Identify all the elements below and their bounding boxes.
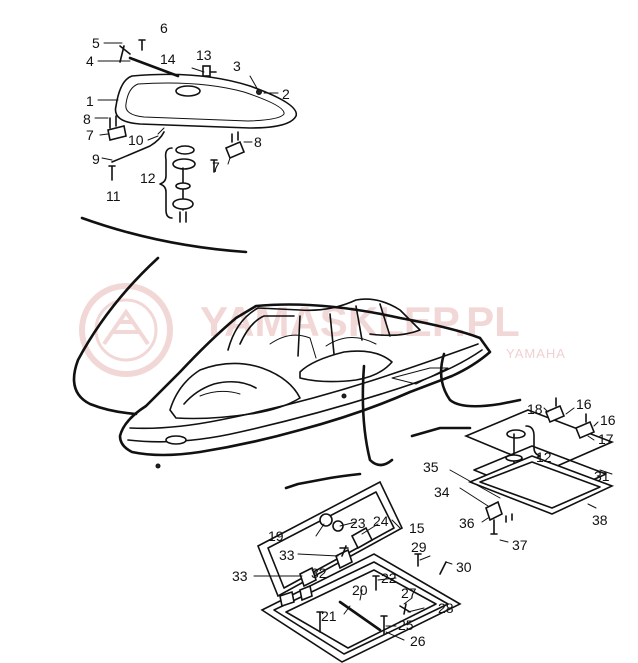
callout-21: 21	[321, 608, 337, 624]
right-hatch-assembly	[449, 397, 615, 535]
callout-16b: 16	[600, 412, 616, 428]
gas-strut	[128, 56, 180, 78]
callout-23: 23	[350, 515, 366, 531]
leader-lines-right	[481, 407, 613, 543]
callout-33b: 33	[232, 568, 248, 584]
storage-hatch-assembly	[256, 480, 462, 663]
storage-hatch-lid	[256, 480, 404, 598]
callout-7a: 7	[86, 127, 94, 143]
hinge-right	[224, 140, 246, 160]
callout-26: 26	[410, 633, 426, 649]
callout-6: 6	[160, 20, 168, 36]
callout-18: 18	[527, 401, 543, 417]
callout-38: 38	[592, 512, 608, 528]
callout-4: 4	[86, 53, 94, 69]
callout-12a: 12	[140, 170, 156, 186]
hinge-left	[107, 125, 127, 141]
callout-2: 2	[282, 86, 290, 102]
watermark-subtext: YAMAHA	[506, 346, 566, 361]
callout-7b: 7	[212, 159, 220, 175]
callout-labels: 5 6 4 14 13 3 2 1 8 7 10 8 9 7 12 11 18 …	[83, 20, 616, 649]
leader-lines-bottom	[253, 519, 453, 641]
callout-1: 1	[86, 93, 94, 109]
callout-20: 20	[352, 582, 368, 598]
tuning-fork-logo	[79, 283, 173, 377]
hatch-lid-hole	[175, 85, 201, 97]
callout-19: 19	[268, 528, 284, 544]
watermark: YAMASKLEP.PL YAMAHA	[79, 283, 566, 377]
callout-32: 32	[311, 565, 327, 581]
callout-24: 24	[373, 513, 389, 529]
storage-tub	[260, 553, 462, 663]
callout-31: 31	[594, 468, 610, 484]
callout-14: 14	[160, 51, 176, 67]
callout-37: 37	[512, 537, 528, 553]
callout-13: 13	[196, 47, 212, 63]
callout-33a: 33	[279, 547, 295, 563]
bracket-13	[202, 65, 211, 77]
callout-12b: 12	[536, 449, 552, 465]
boat-body	[118, 298, 492, 469]
callout-8a: 8	[83, 111, 91, 127]
callout-34: 34	[434, 484, 450, 500]
callout-25: 25	[398, 617, 414, 633]
leader-lines-top	[94, 42, 279, 165]
callout-15: 15	[409, 520, 425, 536]
callout-16a: 16	[576, 396, 592, 412]
callout-11: 11	[106, 188, 121, 204]
callout-17: 17	[598, 431, 614, 447]
callout-8b: 8	[254, 134, 262, 150]
hatch-lid	[114, 73, 297, 129]
callout-28: 28	[438, 600, 454, 616]
callout-3: 3	[233, 58, 241, 74]
callout-22: 22	[381, 570, 397, 586]
callout-29: 29	[411, 539, 427, 555]
callout-9: 9	[92, 151, 100, 167]
callout-36: 36	[459, 515, 475, 531]
watermark-text: YAMASKLEP.PL	[200, 298, 520, 345]
callout-35: 35	[423, 459, 439, 475]
right-hatch-frame	[467, 455, 615, 515]
callout-27: 27	[401, 585, 417, 601]
callout-30: 30	[456, 559, 472, 575]
latch-stack	[172, 145, 196, 223]
assembly-leader-curves	[72, 216, 522, 490]
callout-5: 5	[92, 35, 100, 51]
callout-10: 10	[128, 132, 144, 148]
top-hatch-assembly	[107, 39, 297, 223]
